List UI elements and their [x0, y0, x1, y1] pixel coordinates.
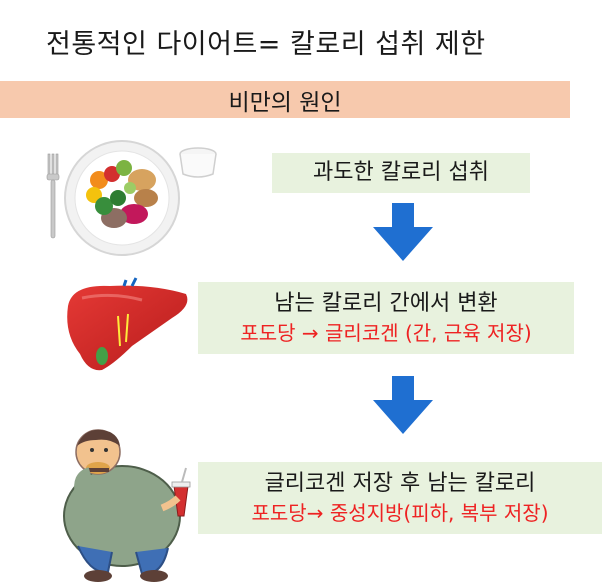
- down-arrow-icon: [373, 203, 433, 261]
- step3-detail: 포도당→ 중성지방(피하, 복부 저장): [251, 501, 549, 525]
- liver-icon: [67, 277, 188, 371]
- section-banner: 비만의 원인: [0, 81, 570, 118]
- page-title: 전통적인 다이어트= 칼로리 섭취 제한: [46, 29, 486, 60]
- banner-label: 비만의 원인: [228, 89, 342, 116]
- step2-text: 남는 칼로리 간에서 변환: [274, 291, 498, 316]
- step-box-2: 남는 칼로리 간에서 변환 포도당 → 글리코겐 (간, 근육 저장): [198, 282, 574, 354]
- step-box-3: 글리코겐 저장 후 남는 칼로리 포도당→ 중성지방(피하, 복부 저장): [198, 462, 602, 534]
- food-plate-icon: [46, 140, 217, 256]
- step3-text: 글리코겐 저장 후 남는 칼로리: [264, 471, 536, 496]
- down-arrow-icon: [373, 376, 433, 434]
- obese-man-icon: [63, 429, 191, 582]
- step2-detail: 포도당 → 글리코겐 (간, 근육 저장): [240, 321, 532, 345]
- step1-text: 과도한 칼로리 섭취: [313, 160, 489, 185]
- step-box-1: 과도한 칼로리 섭취: [272, 153, 530, 193]
